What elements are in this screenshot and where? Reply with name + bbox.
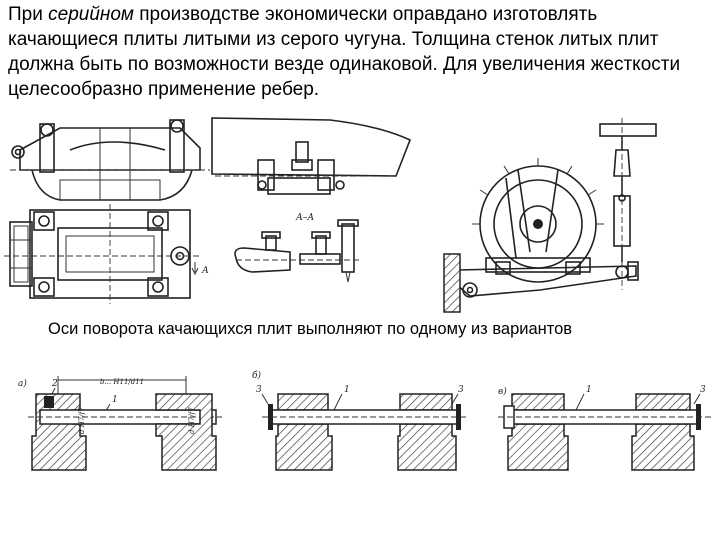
variant-b-callout-3b: 3 xyxy=(458,385,464,395)
section-aa-drawing: А–А xyxy=(211,117,412,283)
section-arrow-label: А xyxy=(201,266,209,276)
variant-b-callout-1: 1 xyxy=(344,385,350,395)
intro-text-1: При xyxy=(8,4,49,25)
variant-a-callout-2: 2 xyxy=(51,379,58,389)
variant-a-fit-right: d H7/f7 xyxy=(188,407,196,434)
variants-caption: Оси поворота качающихся плит выполняют п… xyxy=(48,320,573,338)
variant-a-label: а) xyxy=(18,378,27,389)
intro-text-2: производстве экономически оправдано изго… xyxy=(8,4,681,100)
variant-b-callout-3a: 3 xyxy=(256,385,262,395)
variant-a-dimension: b... H11/d11 xyxy=(100,378,144,386)
variant-a-callout-1: 1 xyxy=(112,395,118,405)
intro-emphasis: серийном xyxy=(48,4,134,25)
variant-a-fit-left: d H7/f7 xyxy=(78,407,86,434)
variant-a-drawing: а) 2 b... H11/d11 1 d H7/f7 d H7/f7 xyxy=(18,376,222,471)
variant-c-drawing: в) 1 3 xyxy=(498,385,712,471)
motor-rocker-drawing xyxy=(443,118,657,313)
variant-c-label: в) xyxy=(498,386,507,397)
rocker-plate-drawing: А xyxy=(4,119,210,304)
variant-c-callout-3: 3 xyxy=(700,385,706,395)
variant-b-drawing: б) 3 1 3 xyxy=(252,370,468,471)
intro-paragraph: При серийном производстве экономически о… xyxy=(8,2,712,102)
variant-b-label: б) xyxy=(252,370,261,381)
section-label: А–А xyxy=(295,213,314,223)
variant-c-callout-1: 1 xyxy=(586,385,592,395)
